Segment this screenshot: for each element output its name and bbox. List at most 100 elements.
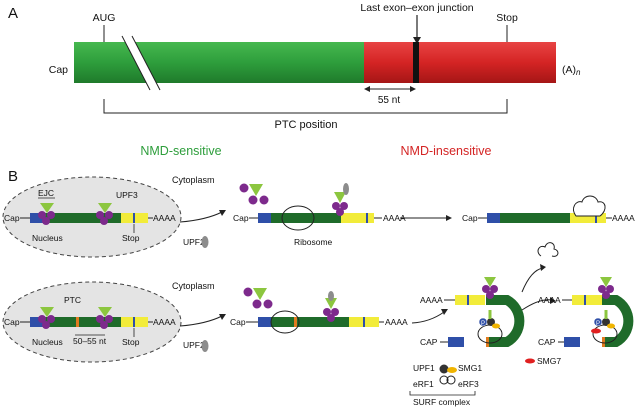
ribosome-label: Ribosome xyxy=(294,237,333,247)
smg1-label: SMG1 xyxy=(458,363,482,373)
ptc-marker-2 xyxy=(294,317,297,327)
ribosome-terminating xyxy=(573,195,606,217)
surf-complex: UPF1 SMG1 eRF1 eRF3 SURF complex xyxy=(409,363,482,407)
stop-label-b1: Stop xyxy=(122,233,140,243)
nucleus-label-1: Nucleus xyxy=(32,233,63,243)
aaaa-label-b1: AAAA xyxy=(153,213,176,223)
smg7-label: SMG7 xyxy=(537,356,561,366)
stop-label-a: Stop xyxy=(496,12,518,24)
aaaa-label-b2: AAAA xyxy=(383,213,406,223)
ribosome-1 xyxy=(281,205,315,231)
looped-mrna-1: P xyxy=(440,277,525,347)
erf1-label: eRF1 xyxy=(413,379,434,389)
arrow-export-1 xyxy=(179,211,223,223)
ejc-complex-2 xyxy=(96,203,113,225)
ribosome-2 xyxy=(270,310,300,334)
aug-label: AUG xyxy=(93,12,116,24)
ejc-complex-3 xyxy=(38,307,55,329)
aaaa-label-b5: AAAA xyxy=(385,317,408,327)
nmd-sensitive-label: NMD-sensitive xyxy=(140,144,221,158)
arrow-smg7 xyxy=(521,299,553,311)
distance-arrowhead-right xyxy=(410,86,416,92)
mrna2-orf xyxy=(271,213,341,223)
aaaa-label-b4: AAAA xyxy=(153,317,176,327)
ptc-marker-1 xyxy=(76,317,79,327)
ejc-complex-1 xyxy=(38,203,55,225)
mrna2-3utr xyxy=(341,213,374,223)
ptc-bracket xyxy=(103,99,508,114)
svg-text:P: P xyxy=(481,321,485,327)
cap-label-b6: CAP xyxy=(420,337,438,347)
erf3-label: eRF3 xyxy=(458,379,479,389)
upf2-label-b2: UPF2 xyxy=(183,340,205,350)
stop-label-b2: Stop xyxy=(122,337,140,347)
cytoplasm-label-2: Cytoplasm xyxy=(172,281,215,291)
arrow-surf xyxy=(411,311,445,324)
mrna3-5utr xyxy=(487,213,500,223)
panel-b-label: B xyxy=(8,168,18,185)
upf1-shape xyxy=(439,364,449,374)
mrna4-5utr xyxy=(30,317,43,327)
break-line-1 xyxy=(121,35,151,91)
polya-label-a: (A)n xyxy=(562,64,581,77)
panel-a-label: A xyxy=(8,5,18,22)
cap-label-b3: Cap xyxy=(462,213,478,223)
cap-label-b1: Cap xyxy=(4,213,20,223)
ejc-released-2 xyxy=(243,287,273,309)
ejc-upf-complex-2 xyxy=(323,291,339,322)
surf-label: SURF complex xyxy=(413,397,471,407)
mrna5-orf xyxy=(271,317,349,327)
ejc-complex-4 xyxy=(96,307,113,329)
arrow-decay xyxy=(521,267,544,293)
upf3-label: UPF3 xyxy=(116,190,138,200)
dist-label: 50–55 nt xyxy=(73,336,107,346)
degraded-rna xyxy=(537,242,559,257)
mrna1-orf xyxy=(43,213,121,223)
ejc-label: EJC xyxy=(38,188,54,198)
upf2-protein-1 xyxy=(201,236,209,248)
cap-label-b7: CAP xyxy=(538,337,556,347)
erf3-shape xyxy=(446,375,456,385)
mrna1-5utr xyxy=(30,213,43,223)
upf2-protein-2 xyxy=(201,340,209,352)
upf2-label-b1: UPF2 xyxy=(183,237,205,247)
green-orf-bar xyxy=(74,42,364,83)
upf1-label: UPF1 xyxy=(413,363,435,373)
arrow-export-2 xyxy=(179,315,223,327)
smg7-shape xyxy=(525,358,535,364)
aaaa-label-b7: AAAA xyxy=(538,295,561,305)
junction-label: Last exon–exon junction xyxy=(360,2,473,14)
cap-label-b5: Cap xyxy=(230,317,246,327)
red-utr-bar xyxy=(364,42,556,83)
svg-text:P: P xyxy=(596,321,600,327)
nucleus-label-2: Nucleus xyxy=(32,337,63,347)
mrna4-orf xyxy=(43,317,121,327)
mrna2-5utr xyxy=(258,213,271,223)
junction-arrowhead xyxy=(413,37,421,44)
aaaa-label-b3: AAAA xyxy=(612,213,635,223)
junction-marker xyxy=(413,42,419,83)
mrna1-stop xyxy=(133,213,135,223)
mrna3-orf xyxy=(500,213,570,223)
ejc-released-1 xyxy=(239,183,269,205)
aaaa-label-b6: AAAA xyxy=(420,295,443,305)
mrna5-5utr xyxy=(258,317,271,327)
cytoplasm-label-1: Cytoplasm xyxy=(172,175,215,185)
break-gap xyxy=(122,36,160,90)
ejc-upf-complex-1 xyxy=(332,183,349,216)
ptc-label: PTC xyxy=(64,295,81,305)
cap-label-b4: Cap xyxy=(4,317,20,327)
ptc-position-label: PTC position xyxy=(275,119,338,131)
distance-arrowhead-left xyxy=(364,86,370,92)
nmd-insensitive-label: NMD-insensitive xyxy=(401,144,492,158)
erf1-shape xyxy=(439,375,449,385)
distance-label: 55 nt xyxy=(378,95,400,106)
break-line-2 xyxy=(131,35,161,91)
cap-label-b2: Cap xyxy=(233,213,249,223)
cap-label-a: Cap xyxy=(49,64,68,76)
looped-mrna-2: P xyxy=(558,277,634,347)
smg1-shape xyxy=(447,367,457,373)
mrna3-3utr xyxy=(570,213,606,223)
